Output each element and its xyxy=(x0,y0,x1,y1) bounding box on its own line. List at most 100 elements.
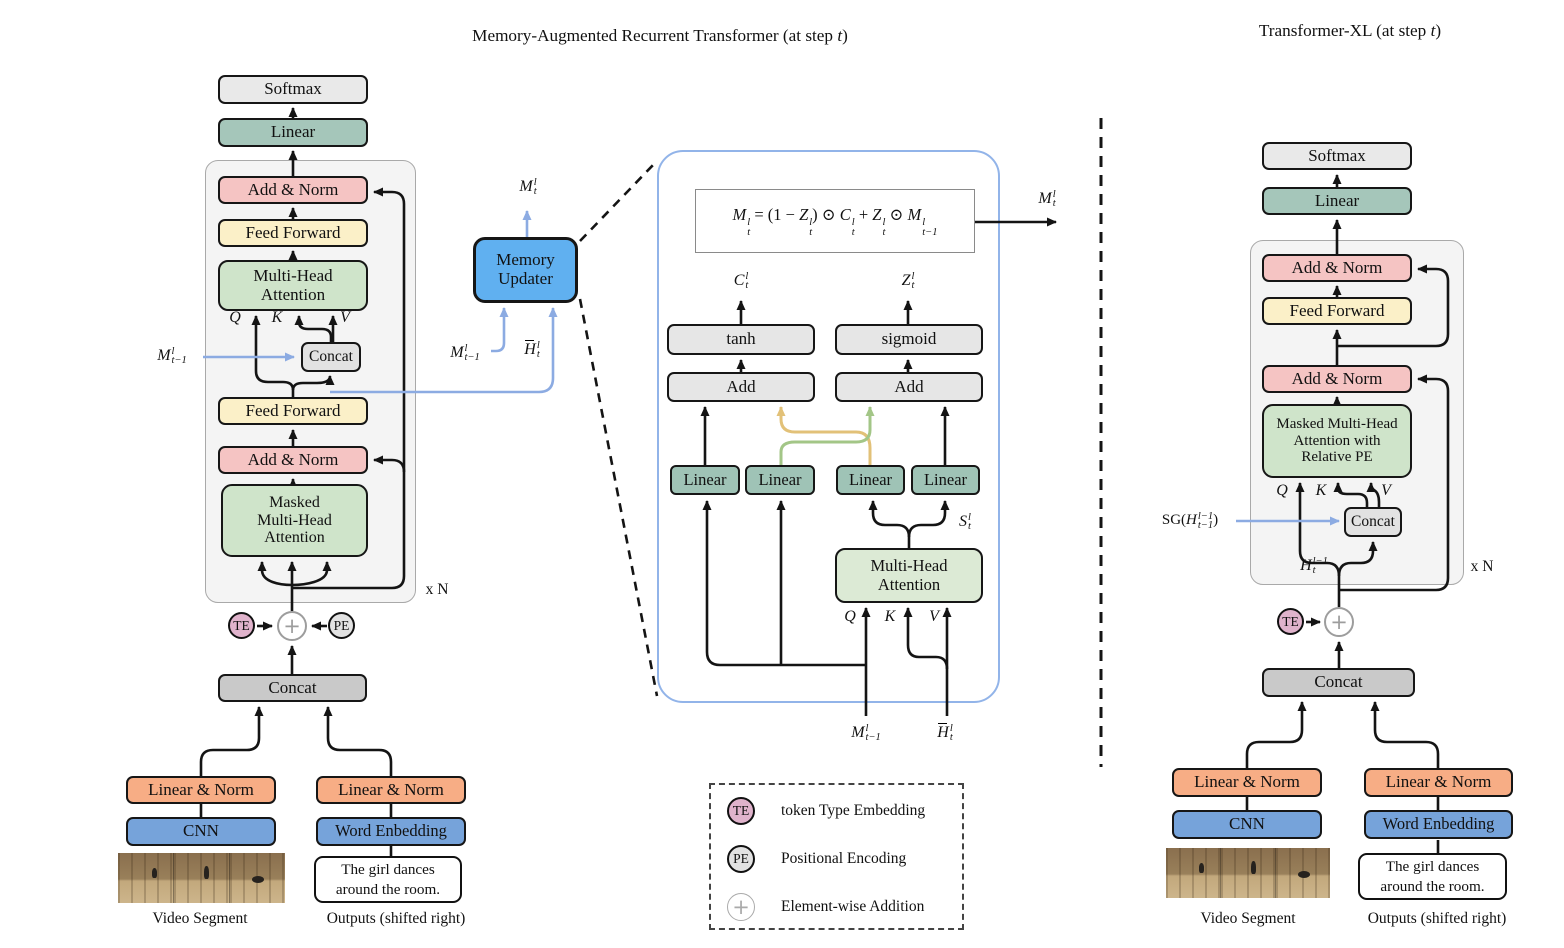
label: Softmax xyxy=(1308,145,1366,165)
dancer-figure xyxy=(204,866,210,879)
detail-k-label: K xyxy=(881,607,899,627)
trident-left xyxy=(257,561,293,587)
label: Q xyxy=(229,308,241,326)
arrow-q-mha xyxy=(251,315,295,391)
mart-word-embedding-box: Word Enbedding xyxy=(316,817,466,846)
label: Linear xyxy=(270,122,316,142)
mart-ff2-box: Feed Forward xyxy=(218,397,368,425)
label: Add xyxy=(894,376,924,396)
dancer-figure xyxy=(252,876,264,883)
label: Add & Norm xyxy=(247,179,339,199)
sentence-line2: around the room. xyxy=(1380,877,1485,895)
mart-pe-circle: PE xyxy=(328,612,355,639)
xl-addnorm1-box: Add & Norm xyxy=(1262,254,1412,282)
mart-ff1-box: Feed Forward xyxy=(218,219,368,247)
label: Concat xyxy=(268,677,317,697)
video-frame xyxy=(173,853,229,903)
xl-masked-mha-box: Masked Multi-Head Attention with Relativ… xyxy=(1262,404,1412,478)
residual-branch-addnorm2 xyxy=(373,455,406,473)
label: x N xyxy=(425,581,449,599)
label-line2: Attention with xyxy=(1293,432,1381,449)
label: Word Enbedding xyxy=(335,821,447,841)
label-line2: Updater xyxy=(498,269,553,288)
label: Linear xyxy=(758,469,802,489)
xl-v-label: V xyxy=(1377,481,1395,501)
xl-linear-box: Linear xyxy=(1262,187,1412,215)
label: Element-wise Addition xyxy=(781,898,925,915)
video-frame xyxy=(118,853,173,903)
arrow-ln2-concat xyxy=(323,706,393,776)
label: PE xyxy=(333,617,350,633)
label: TE xyxy=(1282,613,1299,629)
mart-v-label: V xyxy=(336,308,354,328)
mart-addnorm2-box: Add & Norm xyxy=(218,446,368,474)
label-line3: Relative PE xyxy=(1301,449,1373,466)
title-mart-var: t xyxy=(837,26,843,45)
xl-k-label: K xyxy=(1312,481,1330,501)
title-xl: Transformer-XL (at step t) xyxy=(1230,21,1470,41)
arrow-ff2-concat xyxy=(291,375,335,391)
xl-plus-circle: + xyxy=(1324,607,1354,637)
label: Feed Forward xyxy=(245,222,341,242)
mart-te-circle: TE xyxy=(228,612,255,639)
blue-hbar-to-updater xyxy=(330,307,558,394)
blue-mtm1-to-updater xyxy=(491,307,509,353)
xl-cnn-box: CNN xyxy=(1172,810,1322,839)
label: V xyxy=(929,607,939,625)
video-frame xyxy=(1275,848,1330,898)
label: Concat xyxy=(1314,672,1363,692)
label: Word Enbedding xyxy=(1382,814,1495,834)
detail-v-label: V xyxy=(925,607,943,627)
legend-row-pe: PE Positional Encoding xyxy=(727,845,952,873)
label-line2: Multi-Head xyxy=(257,511,332,529)
xl-repeat-label: x N xyxy=(1462,557,1502,577)
video-frame xyxy=(1166,848,1220,898)
mart-video-caption: Video Segment xyxy=(120,910,280,928)
video-frame xyxy=(229,853,285,903)
label: CNN xyxy=(183,821,219,841)
title-xl-var: t xyxy=(1430,21,1436,40)
label: PE xyxy=(733,851,749,866)
detail-q-label: Q xyxy=(841,607,859,627)
dash-updater-detail-top xyxy=(579,163,655,242)
label: Linear xyxy=(848,469,893,489)
label-line3: Attention xyxy=(264,529,325,547)
mart-addnorm1-box: Add & Norm xyxy=(218,176,368,204)
xl-video-thumbnail xyxy=(1166,848,1330,898)
label: Linear & Norm xyxy=(1385,772,1492,792)
xl-word-embedding-box: Word Enbedding xyxy=(1364,810,1513,839)
dancer-figure xyxy=(152,868,158,878)
mart-concat-box: Concat xyxy=(218,674,367,702)
xl-linearnorm-text-box: Linear & Norm xyxy=(1364,768,1513,797)
label: Add & Norm xyxy=(1291,257,1383,277)
label-line1: Multi-Head xyxy=(253,265,333,285)
label: Video Segment xyxy=(1200,910,1296,927)
title-xl-close: ) xyxy=(1435,21,1442,40)
label: Linear & Norm xyxy=(338,779,444,799)
mart-linear-box: Linear xyxy=(218,118,368,147)
dash-updater-detail-bottom xyxy=(578,298,659,697)
xl-linearnorm-video-box: Linear & Norm xyxy=(1172,768,1322,797)
legend-pe-label: Positional Encoding xyxy=(781,850,906,868)
mart-masked-mha-box: Masked Multi-Head Attention xyxy=(221,484,368,557)
xl-video-caption: Video Segment xyxy=(1168,910,1328,928)
xl-concat-k xyxy=(1333,482,1369,507)
detail-linear2-box: Linear xyxy=(745,465,815,495)
label: CNN xyxy=(1229,814,1265,834)
mart-cnn-box: CNN xyxy=(126,817,276,846)
te-icon: TE xyxy=(727,797,755,825)
label: Linear & Norm xyxy=(148,779,254,799)
mart-sentence-box: The girl dances around the room. xyxy=(314,856,462,903)
title-mart: Memory-Augmented Recurrent Transformer (… xyxy=(380,26,940,46)
label: K xyxy=(271,308,283,326)
